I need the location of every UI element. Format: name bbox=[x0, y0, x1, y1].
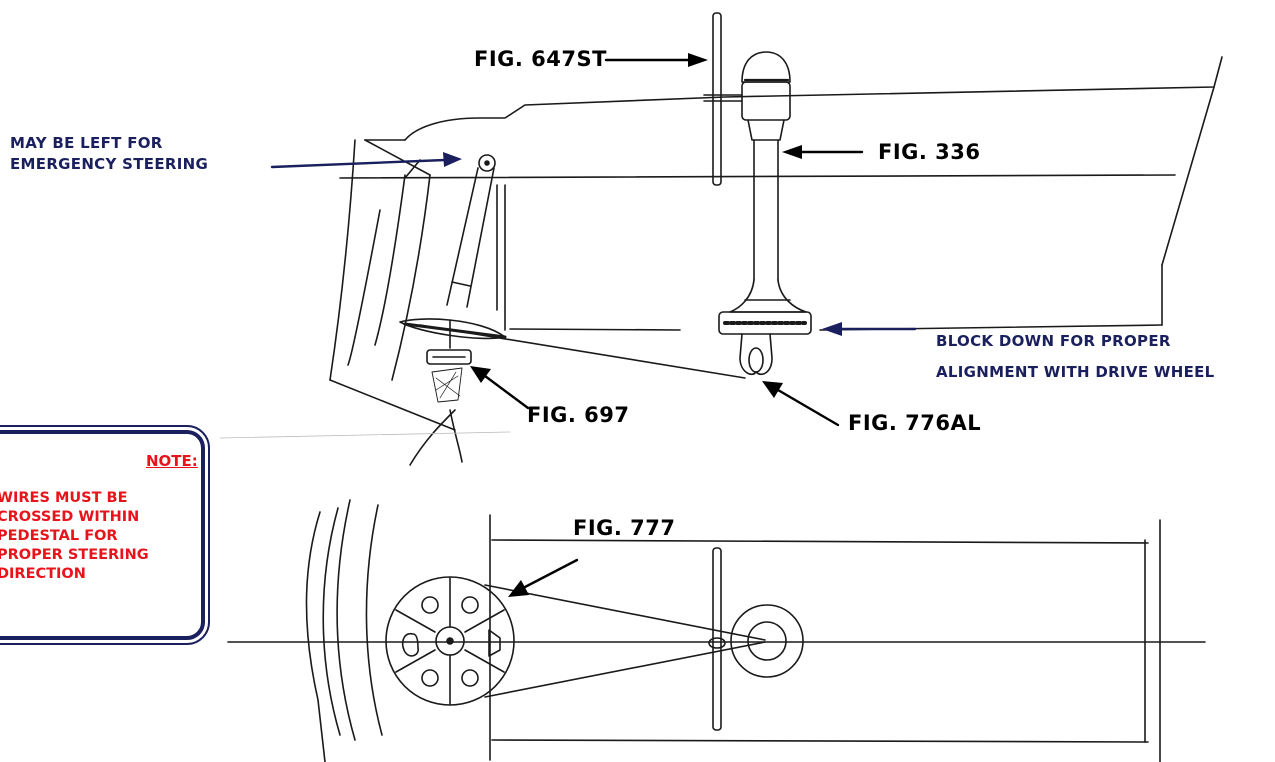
arrow-697 bbox=[470, 366, 530, 410]
label-emergency-line1: MAY BE LEFT FOR bbox=[10, 134, 163, 152]
arrow-block-down bbox=[822, 322, 917, 336]
arrow-emergency bbox=[270, 152, 462, 169]
label-fig-647st: FIG. 647ST bbox=[474, 47, 607, 71]
label-block-line2: ALIGNMENT WITH DRIVE WHEEL bbox=[936, 363, 1215, 381]
label-emergency-line2: EMERGENCY STEERING bbox=[10, 155, 209, 173]
hull-side-view bbox=[219, 56, 1223, 466]
note-box bbox=[0, 425, 210, 645]
label-fig-697: FIG. 697 bbox=[527, 403, 630, 427]
steering-pedestal bbox=[703, 12, 812, 376]
arrow-777 bbox=[508, 558, 579, 597]
top-view bbox=[227, 499, 1206, 762]
label-fig-777: FIG. 777 bbox=[573, 516, 676, 540]
label-fig-776al: FIG. 776AL bbox=[848, 411, 982, 435]
note-title: NOTE: bbox=[146, 452, 198, 470]
arrow-647st bbox=[604, 53, 708, 67]
label-fig-336: FIG. 336 bbox=[878, 140, 981, 164]
arrow-336 bbox=[782, 145, 864, 159]
note-body: WIRES MUST BE CROSSED WITHIN PEDESTAL FO… bbox=[0, 490, 149, 582]
label-block-line1: BLOCK DOWN FOR PROPER bbox=[936, 332, 1171, 350]
steering-wire-side bbox=[419, 324, 746, 379]
arrow-776al bbox=[762, 381, 840, 427]
emergency-tiller-post bbox=[399, 154, 507, 403]
